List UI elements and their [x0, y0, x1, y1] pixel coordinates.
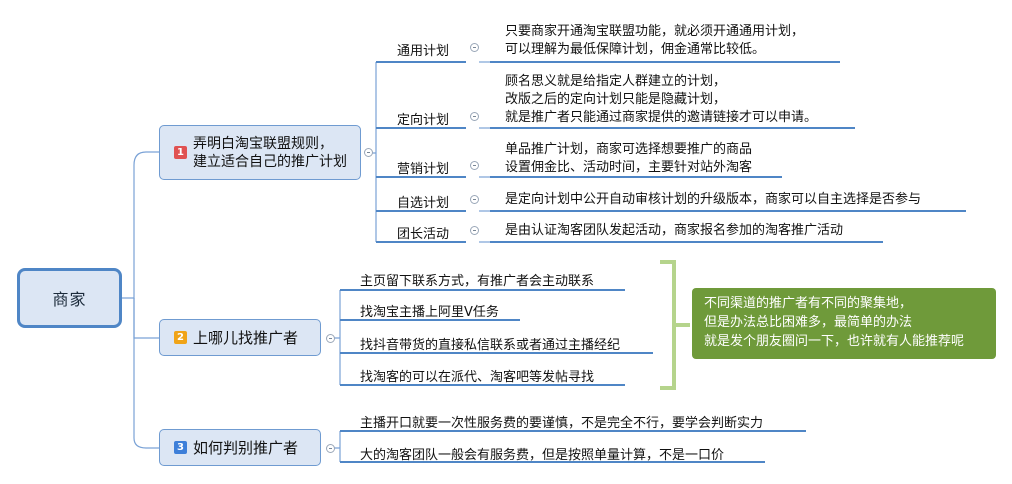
collapse-icon[interactable]: [364, 148, 373, 157]
branch-find-promoters-label: 上哪儿找推广者: [193, 328, 299, 347]
priority-1-icon: 1: [174, 146, 187, 159]
collapse-icon[interactable]: [470, 226, 479, 235]
collapse-icon[interactable]: [470, 112, 479, 121]
plan-targeted-label[interactable]: 定向计划: [397, 113, 450, 128]
plan-self-select-label[interactable]: 自选计划: [397, 196, 450, 211]
plan-targeted-desc: 顾名思义就是给指定人群建立的计划， 改版之后的定向计划只能是隐藏计划， 就是推广…: [505, 74, 818, 125]
branch-rules[interactable]: 1 弄明白淘宝联盟规则， 建立适合自己的推广计划: [159, 125, 361, 180]
judge-item-team-fee[interactable]: 大的淘客团队一般会有服务费，但是按照单量计算，不是一口价: [360, 448, 725, 463]
branch-find-promoters[interactable]: 2 上哪儿找推广者: [159, 319, 321, 356]
find-item-forums[interactable]: 找淘客的可以在派代、淘客吧等发帖寻找: [360, 370, 595, 385]
connector-root-branch-2: [133, 298, 159, 339]
find-item-taobao-anchor[interactable]: 找淘宝主播上阿里V任务: [360, 305, 499, 320]
connector-root-branch-3: [133, 298, 159, 449]
summary-bracket: [660, 260, 690, 390]
collapse-icon[interactable]: [470, 43, 479, 52]
summary-note[interactable]: 不同渠道的推广者有不同的聚集地， 但是办法总比困难多，最简单的办法 就是发个朋友…: [692, 288, 996, 359]
branch-judge-promoters-label: 如何判别推广者: [193, 438, 299, 457]
plan-marketing-desc: 单品推广计划，商家可选择想要推广的商品 设置佣金比、活动时间，主要针对站外淘客: [505, 142, 753, 175]
plan-leader-desc: 是由认证淘客团队发起活动，商家报名参加的淘客推广活动: [505, 223, 844, 238]
find-item-douyin[interactable]: 找抖音带货的直接私信联系或者通过主播经纪: [360, 338, 621, 353]
priority-3-icon: 3: [174, 441, 187, 454]
find-item-homepage[interactable]: 主页留下联系方式，有推广者会主动联系: [360, 274, 595, 289]
plan-self-select-desc: 是定向计划中公开自动审核计划的升级版本，商家可以自主选择是否参与: [505, 192, 922, 207]
connector-branch-3-trunk: [334, 431, 341, 462]
judge-item-anchor-fee[interactable]: 主播开口就要一次性服务费的要谨慎，不是完全不行，要学会判断实力: [360, 416, 764, 431]
plan-leader-label[interactable]: 团长活动: [397, 227, 450, 242]
priority-2-icon: 2: [174, 331, 187, 344]
plan-general-label[interactable]: 通用计划: [397, 44, 450, 59]
collapse-icon[interactable]: [326, 334, 335, 343]
collapse-icon[interactable]: [470, 161, 479, 170]
connector-root-branch-1: [122, 151, 159, 299]
branch-judge-promoters[interactable]: 3 如何判别推广者: [159, 429, 321, 466]
plan-general-desc: 只要商家开通淘宝联盟功能，就必须开通通用计划， 可以理解为最低保障计划，佣金通常…: [505, 24, 805, 57]
root-topic[interactable]: 商家: [17, 268, 122, 328]
root-topic-label: 商家: [52, 290, 87, 309]
collapse-icon[interactable]: [470, 195, 479, 204]
connector-branch-2-trunk: [334, 290, 341, 385]
plan-marketing-label[interactable]: 营销计划: [397, 162, 450, 177]
collapse-icon[interactable]: [326, 444, 335, 453]
branch-rules-label: 弄明白淘宝联盟规则， 建立适合自己的推广计划: [193, 135, 347, 170]
